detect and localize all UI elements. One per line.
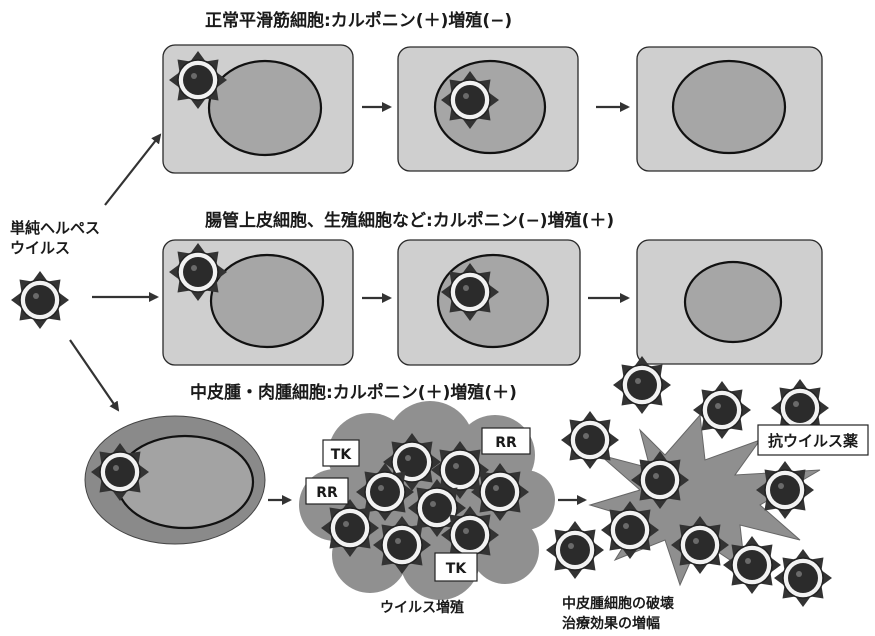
herpes-virus-particle: [169, 243, 227, 301]
row2-cell-2: [398, 240, 580, 365]
herpes-virus-particle: [613, 356, 671, 414]
herpes-virus-particle: [441, 71, 499, 129]
virus-label-line2: ウイルス: [10, 239, 70, 257]
herpes-virus-particle: [11, 271, 69, 329]
row1-title: 正常平滑筋細胞:カルポニン(＋)増殖(−): [205, 10, 512, 31]
svg-text:TK: TK: [446, 561, 468, 577]
herpes-virus-particle: [91, 443, 149, 501]
destruction-caption-line1: 中皮腫細胞の破壊: [562, 595, 675, 612]
row2-title: 腸管上皮細胞、生殖細胞など:カルポニン(−)増殖(＋): [205, 210, 614, 231]
herpes-virus-particle: [693, 381, 751, 439]
destruction-caption-line2: 治療効果の増幅: [562, 615, 660, 632]
herpes-virus-particle: [601, 501, 659, 559]
rr-label-1: RR: [482, 428, 530, 454]
row1-cell-3: [637, 47, 822, 171]
antiviral-drug-label: 抗ウイルス薬: [758, 425, 868, 455]
row3-title: 中皮腫・肉腫細胞:カルポニン(＋)増殖(＋): [190, 382, 517, 403]
herpes-virus-particle: [561, 411, 619, 469]
rr-label-2: RR: [306, 478, 348, 504]
herpes-virus-particle: [774, 549, 832, 607]
svg-text:RR: RR: [316, 485, 338, 501]
tk-label-2: TK: [435, 553, 477, 581]
herpes-virus-particle: [321, 499, 379, 557]
herpes-virus-particle: [631, 451, 689, 509]
herpes-virus-particle: [373, 516, 431, 574]
virus-label-line1: 単純ヘルペス: [10, 219, 100, 237]
tk-label-1: TK: [323, 440, 359, 466]
svg-text:抗ウイルス薬: 抗ウイルス薬: [768, 432, 858, 450]
svg-text:RR: RR: [495, 435, 517, 451]
herpes-virus-particle: [471, 463, 529, 521]
herpes-virus-particle: [169, 51, 227, 109]
herpes-virus-particle: [723, 536, 781, 594]
virus-proliferation-caption: ウイルス増殖: [380, 599, 464, 616]
herpes-virus-particle: [546, 521, 604, 579]
arrow-to-row3: [70, 340, 118, 410]
arrow-to-row1: [105, 135, 160, 205]
herpes-virus-particle: [441, 263, 499, 321]
svg-text:TK: TK: [331, 447, 353, 463]
herpes-virus-particle: [671, 516, 729, 574]
row2-cell-3: [637, 240, 822, 364]
herpes-virus-particle: [756, 461, 814, 519]
